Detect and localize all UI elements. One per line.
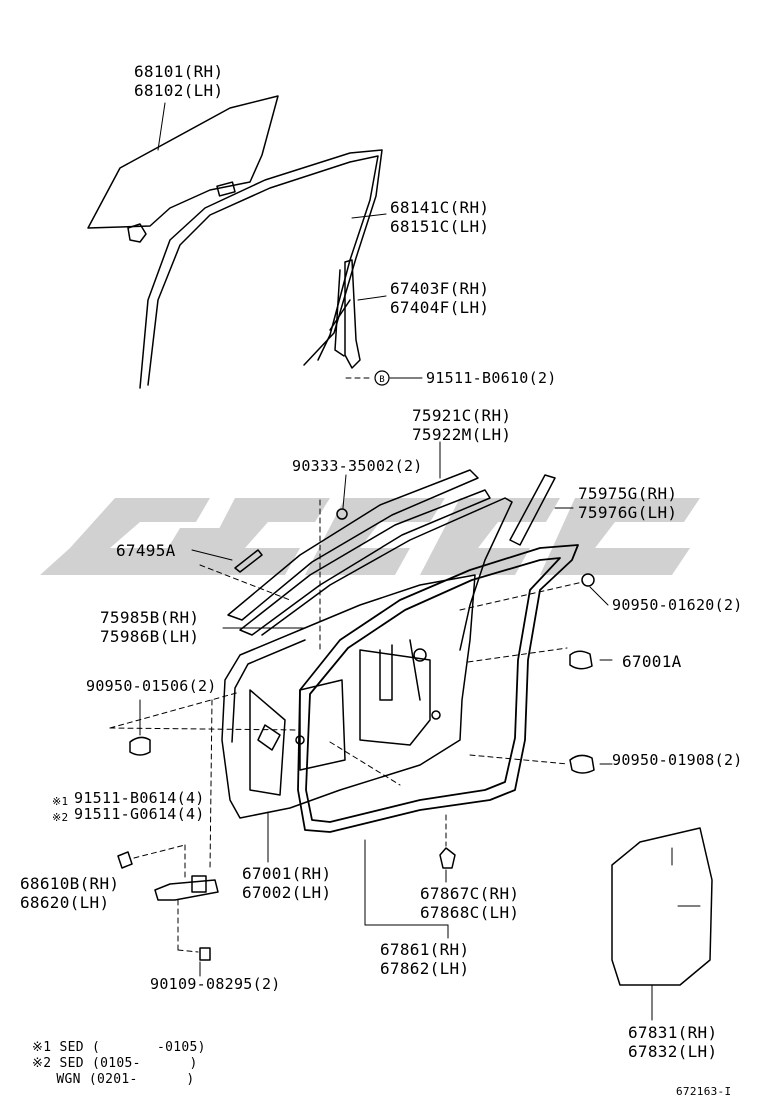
- label-75922m: 75922M(LH): [412, 425, 512, 444]
- label-90109-08295: 90109-08295(2): [150, 975, 281, 993]
- door-check: [154, 875, 219, 901]
- label-75985b: 75985B(RH): [100, 608, 200, 627]
- label-67002: 67002(LH): [242, 883, 332, 902]
- label-75975g: 75975G(RH): [578, 484, 678, 503]
- label-90950-01620: 90950-01620(2): [612, 596, 743, 614]
- label-90950-01908: 90950-01908(2): [612, 751, 743, 769]
- mark-2: ※2: [52, 811, 69, 824]
- label-75921c: 75921C(RH): [412, 406, 512, 425]
- stripe-75975g: [509, 474, 556, 546]
- mark-1: ※1: [52, 795, 69, 808]
- door-panel: [221, 574, 476, 819]
- stripe-67495a: [234, 549, 263, 573]
- note-sed-2: ※2 SED (0105- ): [32, 1056, 198, 1071]
- service-hole-cover: [611, 827, 713, 986]
- label-75976g: 75976G(LH): [578, 503, 678, 522]
- label-67832: 67832(LH): [628, 1042, 718, 1061]
- division-bar: [329, 259, 361, 369]
- label-68610b: 68610B(RH): [20, 874, 120, 893]
- door-glass: [87, 95, 279, 243]
- label-90333-35002: 90333-35002(2): [292, 457, 423, 475]
- figure-code: 672163-I: [676, 1085, 732, 1098]
- b-fastener-circle: [374, 370, 390, 386]
- note-wgn: WGN (0201- ): [32, 1072, 195, 1087]
- belt-moulding: [227, 469, 513, 651]
- label-75986b: 75986B(LH): [100, 627, 200, 646]
- label-67404f: 67404F(LH): [390, 298, 490, 317]
- door-weatherstrip: [297, 544, 579, 833]
- label-68102: 68102(LH): [134, 81, 224, 100]
- fasteners: [117, 508, 595, 961]
- label-67403f: 67403F(RH): [390, 279, 490, 298]
- label-67001a: 67001A: [622, 652, 682, 671]
- label-90950-01506: 90950-01506(2): [86, 677, 217, 695]
- label-67001: 67001(RH): [242, 864, 332, 883]
- label-67868c: 67868C(LH): [420, 903, 520, 922]
- label-68101: 68101(RH): [134, 62, 224, 81]
- dashed-lines: [109, 377, 584, 953]
- label-67831: 67831(RH): [628, 1023, 718, 1042]
- label-68620: 68620(LH): [20, 893, 110, 912]
- leader-lines: [139, 102, 653, 1021]
- label-68141c: 68141C(RH): [390, 198, 490, 217]
- label-67867c: 67867C(RH): [420, 884, 520, 903]
- b-circle-letter: B: [379, 375, 384, 385]
- glass-run-channel: [139, 149, 383, 389]
- label-91511-b0614: 91511-B0614(4): [74, 789, 205, 807]
- label-67861: 67861(RH): [380, 940, 470, 959]
- label-91511-g0614: 91511-G0614(4): [74, 805, 205, 823]
- label-68151c: 68151C(LH): [390, 217, 490, 236]
- note-sed-1: ※1 SED ( -0105): [32, 1040, 206, 1055]
- label-67495a: 67495A: [116, 541, 176, 560]
- watermark-logo: [40, 498, 700, 575]
- label-91511-b0610: 91511-B0610(2): [426, 369, 557, 387]
- label-67862: 67862(LH): [380, 959, 470, 978]
